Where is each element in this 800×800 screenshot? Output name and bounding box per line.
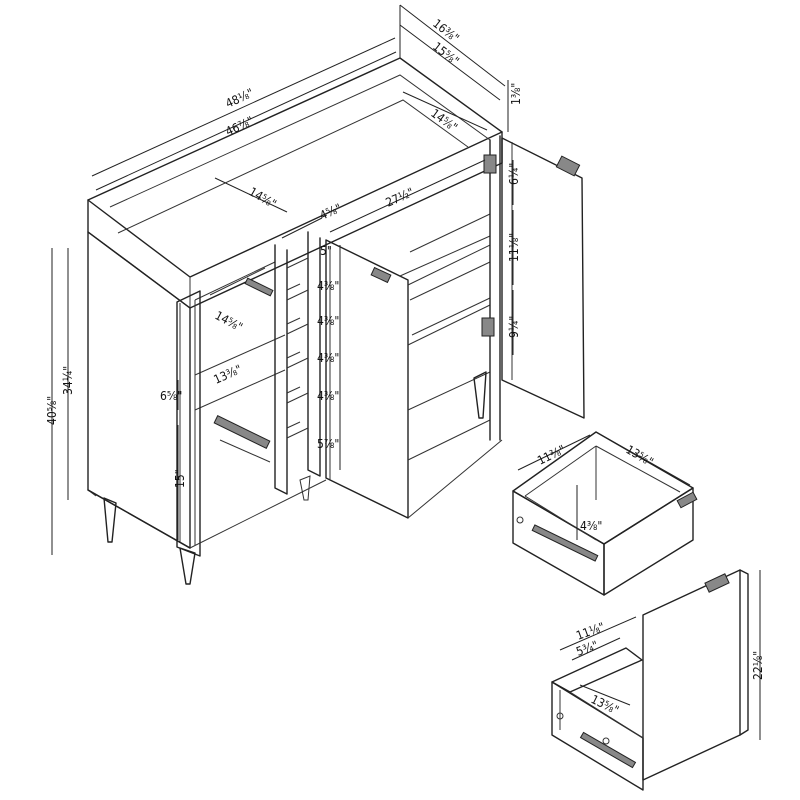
label-right-shelf-mid: 11⅛": [507, 233, 521, 262]
label-center-compartment-width: 4⅝": [318, 201, 344, 223]
label-total-height: 40⅝": [45, 396, 59, 425]
label-right-shelf-top: 6¼": [507, 163, 521, 185]
label-drawer-depth: 13⅝": [624, 442, 656, 469]
dimension-labels: 16⅜" 15⅝" 48⅛" 46⅞" 1⅜" 14⅝" 14⅝" 4⅝" 27…: [45, 16, 765, 717]
label-overall-width: 48⅛": [223, 86, 255, 111]
label-top-thickness: 1⅜": [509, 83, 523, 105]
label-cabinet-depth-left: 14⅝": [247, 184, 279, 211]
door-tray-unit: [551, 569, 749, 791]
label-center-gap-2: 4⅜": [317, 314, 339, 328]
label-door-height: 22⅛": [751, 651, 765, 680]
label-center-top-gap: 5": [320, 244, 332, 258]
label-inner-depth: 15⅝": [430, 39, 462, 68]
label-right-shelf-low: 9¼": [507, 316, 521, 338]
label-center-gap-3: 4⅜": [317, 351, 339, 365]
label-left-lower-gap: 15": [173, 469, 187, 488]
sideboard-cabinet: [87, 57, 585, 585]
label-center-gap-1: 4⅜": [317, 279, 339, 293]
label-cabinet-height: 34¼": [61, 366, 75, 395]
drawer-unit: [512, 431, 698, 596]
label-center-gap-4: 4⅜": [317, 389, 339, 403]
label-left-shelf-depth: 14⅝": [213, 308, 245, 334]
dimension-lines: [51, 4, 761, 740]
label-center-bottom-gap: 5⅞": [317, 437, 339, 451]
label-drawer-height: 4⅜": [580, 519, 602, 533]
label-left-upper-gap: 6⅝": [160, 389, 182, 403]
label-inner-width: 46⅞": [223, 114, 255, 139]
